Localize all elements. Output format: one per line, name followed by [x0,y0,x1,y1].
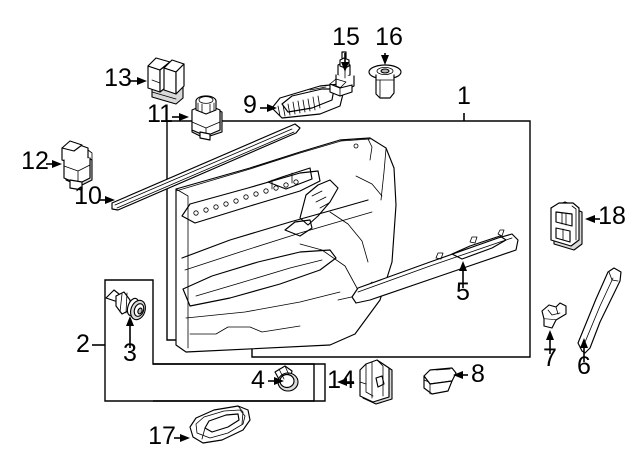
group-box-main-panel [166,120,531,358]
part-push-rivet-clip [274,365,299,392]
callout-label-11: 11 [147,100,173,128]
callout-label-6: 6 [577,352,591,380]
callout-label-10: 10 [74,182,102,210]
callout-label-5: 5 [456,278,470,306]
callout-label-13: 13 [104,64,132,92]
part-door-courtesy-lamp [359,359,393,405]
leader-17 [174,434,190,442]
leader-18 [585,215,600,223]
leader-15 [341,53,349,72]
callout-label-2: 2 [76,330,90,358]
leader-9 [260,104,277,112]
callout-label-9: 9 [243,91,257,119]
part-control-module-18 [550,201,583,251]
part-switch-housing-cover [423,367,457,395]
callout-label-14: 14 [327,366,355,394]
part-door-handle-bezel [189,405,251,444]
part-window-switch-single [61,140,93,191]
leader-6 [580,338,588,362]
part-mirror-adjust-switch [191,95,223,141]
group-box-lower-accessories [153,363,326,402]
callout-label-4: 4 [251,366,265,394]
part-trim-retainer-15 [329,51,355,97]
part-door-trim-panel [175,137,397,353]
leader-13 [130,77,147,85]
part-push-pin-fastener-16 [368,64,402,99]
part-belt-weatherstrip [111,123,301,211]
callout-label-1: 1 [457,82,471,110]
callout-label-17: 17 [148,422,176,450]
callout-label-18: 18 [598,202,626,230]
callout-label-3: 3 [123,339,137,367]
callout-label-7: 7 [543,344,557,372]
part-master-window-switch [147,57,185,105]
callout-label-15: 15 [332,23,360,51]
leader-7 [546,330,554,354]
leader-14 [337,378,354,386]
leader-4 [268,377,284,385]
leader-12 [46,160,62,168]
leader-16 [381,53,389,65]
part-lower-trim-molding [351,229,519,304]
leader-3 [126,316,134,348]
leader-5 [459,261,467,288]
leader-11 [172,113,189,121]
leader-10 [100,196,115,204]
callout-label-8: 8 [471,360,485,388]
part-retainer-clip-pin [105,289,146,321]
part-door-pull-handle-trim [577,267,622,354]
callout-label-16: 16 [375,23,403,51]
leader-8 [453,371,468,379]
callout-label-12: 12 [21,147,49,175]
part-trim-clip-small [541,302,567,329]
